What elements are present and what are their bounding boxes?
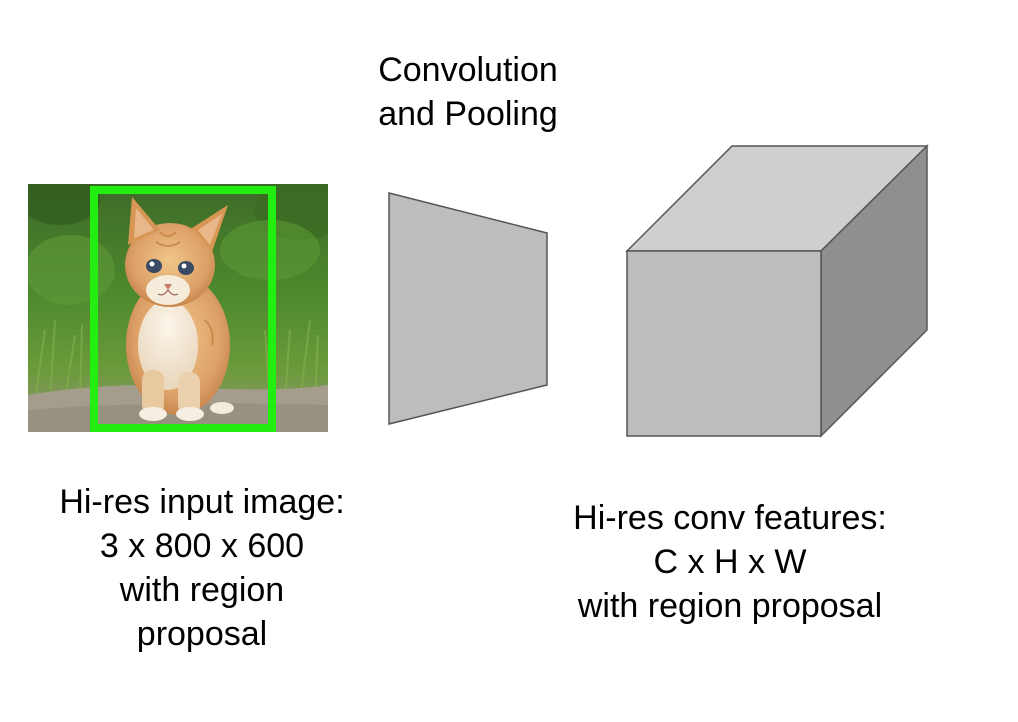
input-caption-line-3: with region bbox=[119, 571, 285, 609]
conv-label-line-1: Convolution bbox=[378, 51, 558, 89]
input-caption-line-4: proposal bbox=[136, 615, 268, 653]
feature-map-box bbox=[625, 144, 929, 438]
output-caption-line-1: Hi-res conv features: bbox=[573, 499, 887, 537]
output-caption-line-2: C x H x W bbox=[653, 543, 807, 581]
feature-map-front-face bbox=[626, 250, 822, 437]
input-image-caption: Hi-res input image: 3 x 800 x 600 with r… bbox=[2, 480, 402, 656]
conv-pooling-label: Convolution and Pooling bbox=[318, 48, 618, 136]
input-caption-line-1: Hi-res input image: bbox=[59, 483, 345, 521]
region-proposal-box bbox=[90, 186, 276, 432]
conv-features-caption: Hi-res conv features: C x H x W with reg… bbox=[530, 496, 930, 628]
input-image bbox=[28, 184, 328, 432]
input-caption-line-2: 3 x 800 x 600 bbox=[99, 527, 305, 565]
output-caption-line-3: with region proposal bbox=[577, 587, 883, 625]
conv-layer-shape bbox=[388, 192, 548, 425]
conv-label-line-2: and Pooling bbox=[378, 95, 558, 133]
